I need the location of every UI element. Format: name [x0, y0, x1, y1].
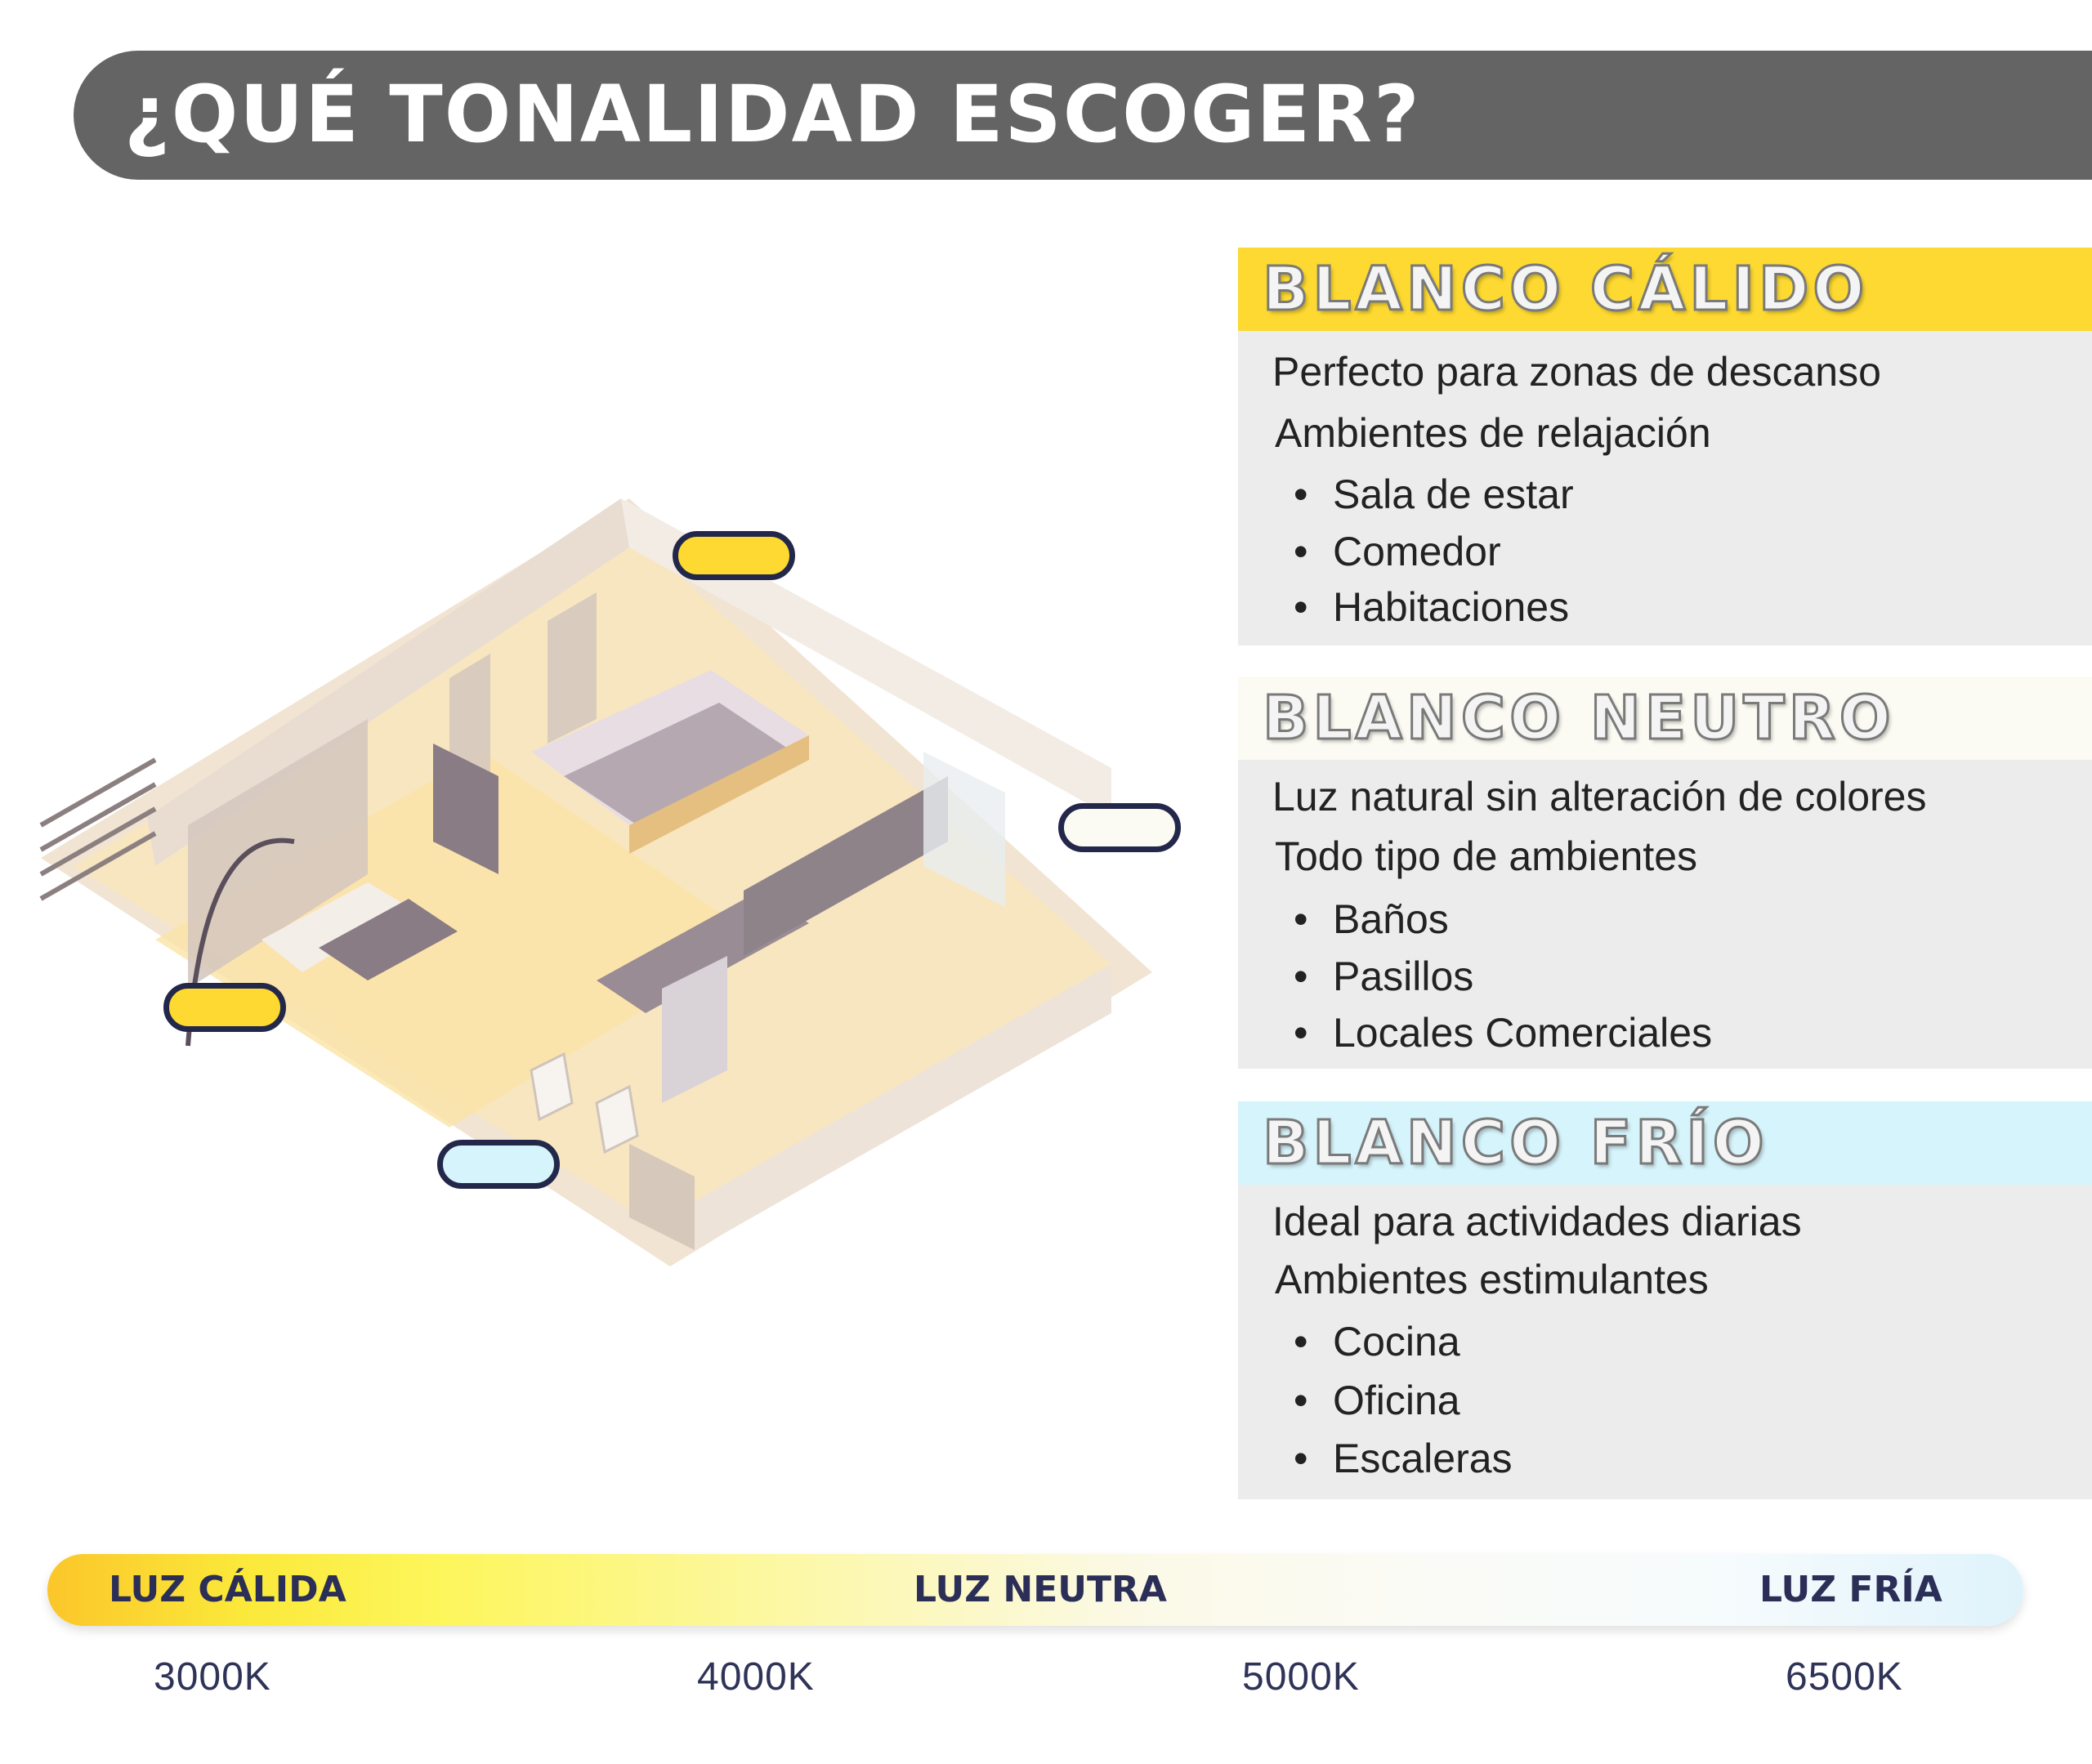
- list-item: • Cocina: [1294, 1317, 1460, 1366]
- card-line: Ambientes de relajación: [1275, 410, 1711, 456]
- bed-blanket: [564, 703, 793, 825]
- window-frames: [188, 592, 597, 989]
- marker-pill-neutral-bath: [1058, 803, 1181, 852]
- living-floor: [155, 752, 760, 1128]
- tv-panel: [433, 744, 498, 874]
- kelvin-label-6500: 6500K: [1786, 1655, 1903, 1699]
- list-item: • Sala de estar: [1294, 470, 1574, 519]
- bullet-dot: •: [1294, 953, 1308, 999]
- card-body-neutro: Luz natural sin alteración de colores To…: [1238, 760, 2092, 1069]
- list-item: • Locales Comerciales: [1294, 1008, 1712, 1057]
- card-body-frio: Ideal para actividades diarias Ambientes…: [1238, 1185, 2092, 1499]
- scale-label-fria: LUZ FRÍA: [1759, 1569, 1942, 1610]
- bullet-dot: •: [1294, 584, 1308, 630]
- title-banner: ¿QUÉ TONALIDAD ESCOGER?: [74, 51, 2092, 180]
- marker-pill-cold-kitchen: [437, 1140, 560, 1189]
- front-wall-left: [629, 1144, 695, 1250]
- bullet-dot: •: [1294, 896, 1308, 942]
- bullet-dot: •: [1294, 471, 1308, 517]
- list-item: • Habitaciones: [1294, 583, 1569, 632]
- scale-label-calida: LUZ CÁLIDA: [109, 1569, 346, 1610]
- bullet-dot: •: [1294, 529, 1308, 574]
- list-item-text: Comedor: [1333, 529, 1501, 574]
- list-item: • Baños: [1294, 895, 1449, 944]
- card-heading-text: BLANCO CÁLIDO: [1261, 253, 1869, 326]
- sofa: [262, 882, 409, 972]
- list-item-text: Pasillos: [1333, 953, 1474, 999]
- list-item-text: Oficina: [1333, 1378, 1460, 1423]
- bed-frame: [629, 735, 809, 854]
- kelvin-label-5000: 5000K: [1242, 1655, 1360, 1699]
- scale-label-neutra: LUZ NEUTRA: [914, 1569, 1167, 1610]
- card-heading-frio: BLANCO FRÍO: [1238, 1101, 2092, 1185]
- dining-chairs: [530, 1052, 639, 1154]
- kitchen-fridge: [662, 956, 727, 1103]
- list-item-text: Baños: [1333, 896, 1449, 942]
- marker-pill-warm-living: [163, 983, 286, 1032]
- card-heading-text: BLANCO FRÍO: [1262, 1107, 1768, 1180]
- list-item-text: Habitaciones: [1333, 584, 1570, 630]
- bullet-dot: •: [1294, 1010, 1308, 1056]
- coffee-table: [319, 899, 458, 980]
- marker-pill-warm-bedroom: [673, 531, 795, 580]
- bullet-dot: •: [1294, 1436, 1308, 1481]
- bullet-dot: •: [1294, 1319, 1308, 1364]
- list-item: • Oficina: [1294, 1376, 1460, 1425]
- list-item-text: Escaleras: [1333, 1436, 1513, 1481]
- card-line: Ambientes estimulantes: [1275, 1257, 1709, 1302]
- card-line: Todo tipo de ambientes: [1275, 833, 1698, 879]
- kelvin-label-3000: 3000K: [154, 1655, 271, 1699]
- card-line: Ideal para actividades diarias: [1272, 1199, 1802, 1244]
- card-line: Luz natural sin alteración de colores: [1272, 774, 1927, 819]
- front-wall-right: [695, 964, 1111, 1250]
- card-heading-neutro: BLANCO NEUTRO: [1238, 677, 2092, 760]
- list-item-text: Sala de estar: [1333, 471, 1574, 517]
- list-item: • Escaleras: [1294, 1434, 1513, 1483]
- list-item-text: Locales Comerciales: [1333, 1010, 1713, 1056]
- page-title: ¿QUÉ TONALIDAD ESCOGER?: [124, 69, 1421, 160]
- apartment-illustration: [39, 498, 1152, 1266]
- kelvin-label-4000: 4000K: [697, 1655, 815, 1699]
- list-item: • Comedor: [1294, 527, 1501, 576]
- card-body-calido: Perfecto para zonas de descanso Ambiente…: [1238, 331, 2092, 645]
- back-wall-left: [147, 498, 629, 866]
- bathroom-wall: [744, 776, 948, 956]
- list-item: • Pasillos: [1294, 952, 1473, 1001]
- list-item-text: Cocina: [1333, 1319, 1460, 1364]
- bullet-dot: •: [1294, 1378, 1308, 1423]
- color-temperature-gradient-bar: [47, 1554, 2023, 1626]
- card-line: Perfecto para zonas de descanso: [1272, 349, 1881, 395]
- card-heading-text: BLANCO NEUTRO: [1262, 682, 1895, 755]
- balcony-railing: [39, 757, 157, 901]
- card-heading-calido: BLANCO CÁLIDO: [1238, 248, 2092, 331]
- shower-glass: [923, 752, 1005, 907]
